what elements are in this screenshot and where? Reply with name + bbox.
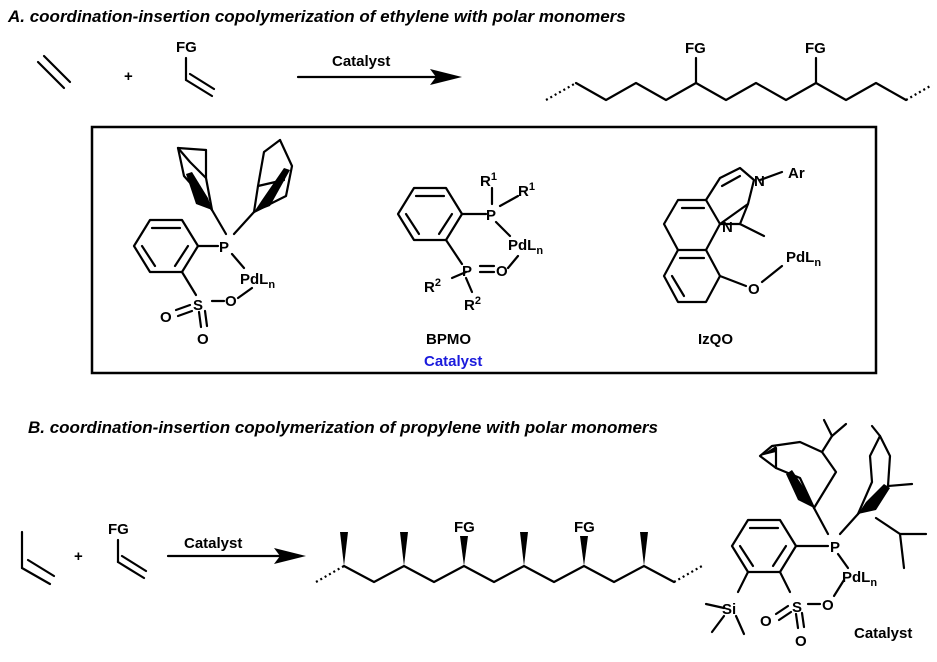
izqo-catalyst [662, 166, 784, 304]
sulfonyl-oxygen-left-2: O [197, 331, 209, 348]
ethylene-molecule [36, 54, 72, 90]
arrow-label-a: Catalyst [332, 53, 390, 70]
r1-substituent-b: R1 [518, 181, 535, 200]
polymer-fg-label-a1: FG [685, 40, 706, 57]
ring-oxygen-b: O [822, 597, 834, 614]
nitrogen-atom-bottom-right: N [722, 219, 733, 236]
sulfur-atom-b: S [792, 599, 802, 616]
silyl-phosphine-sulfonate-catalyst [704, 418, 928, 636]
palladium-atom-left: PdLn [240, 271, 275, 291]
plus-sign-b: + [74, 548, 83, 565]
palladium-atom-b: PdLn [842, 569, 877, 589]
palladium-atom-right: PdLn [786, 249, 821, 269]
reaction-arrow-a [296, 69, 462, 85]
bpmo-catalyst-caption: Catalyst [424, 353, 482, 370]
section-a-heading: A. coordination-insertion copolymerizati… [7, 7, 626, 26]
section-b-heading: B. coordination-insertion copolymerizati… [28, 418, 658, 437]
oxygen-atom-right: O [748, 281, 760, 298]
r2-substituent-a: R2 [424, 277, 441, 296]
reaction-arrow-b [166, 548, 306, 564]
aryl-substituent: Ar [788, 165, 805, 182]
polar-monomer-a [184, 56, 216, 98]
sulfonyl-oxygen-b-1: O [760, 613, 772, 630]
nitrogen-atom-top-right: N [754, 173, 765, 190]
arrow-label-b: Catalyst [184, 535, 242, 552]
polymer-fg-label-b2: FG [574, 519, 595, 536]
izqo-name: IzQO [698, 331, 733, 348]
phosphorus-atom-bottom-middle: P [462, 263, 472, 280]
r2-substituent-b: R2 [464, 295, 481, 314]
ring-oxygen-left: O [225, 293, 237, 310]
sulfonyl-oxygen-left-1: O [160, 309, 172, 326]
palladium-atom-middle: PdLn [508, 237, 543, 257]
oxygen-atom-middle: O [496, 263, 508, 280]
phosphorus-atom-left: P [219, 239, 229, 256]
sulfur-atom-left: S [193, 297, 203, 314]
sulfonyl-oxygen-b-2: O [795, 633, 807, 650]
fg-label-monomer-a: FG [176, 39, 197, 56]
polymer-product-b [315, 532, 703, 584]
silicon-atom-b: Si [722, 601, 736, 618]
polymer-fg-label-a2: FG [805, 40, 826, 57]
polymer-product-a [545, 56, 933, 102]
fg-label-monomer-b: FG [108, 521, 129, 538]
polymer-fg-label-b1: FG [454, 519, 475, 536]
propylene-molecule [20, 530, 56, 586]
catalyst-caption-b: Catalyst [854, 625, 912, 642]
catalyst-box [90, 125, 878, 375]
polar-monomer-b [116, 538, 148, 580]
bpmo-catalyst [396, 186, 520, 294]
phosphine-sulfonate-catalyst [132, 138, 294, 329]
phosphorus-atom-b: P [830, 539, 840, 556]
bpmo-name: BPMO [426, 331, 471, 348]
r1-substituent-a: R1 [480, 171, 497, 190]
phosphorus-atom-top-middle: P [486, 207, 496, 224]
plus-sign-a: + [124, 68, 133, 85]
